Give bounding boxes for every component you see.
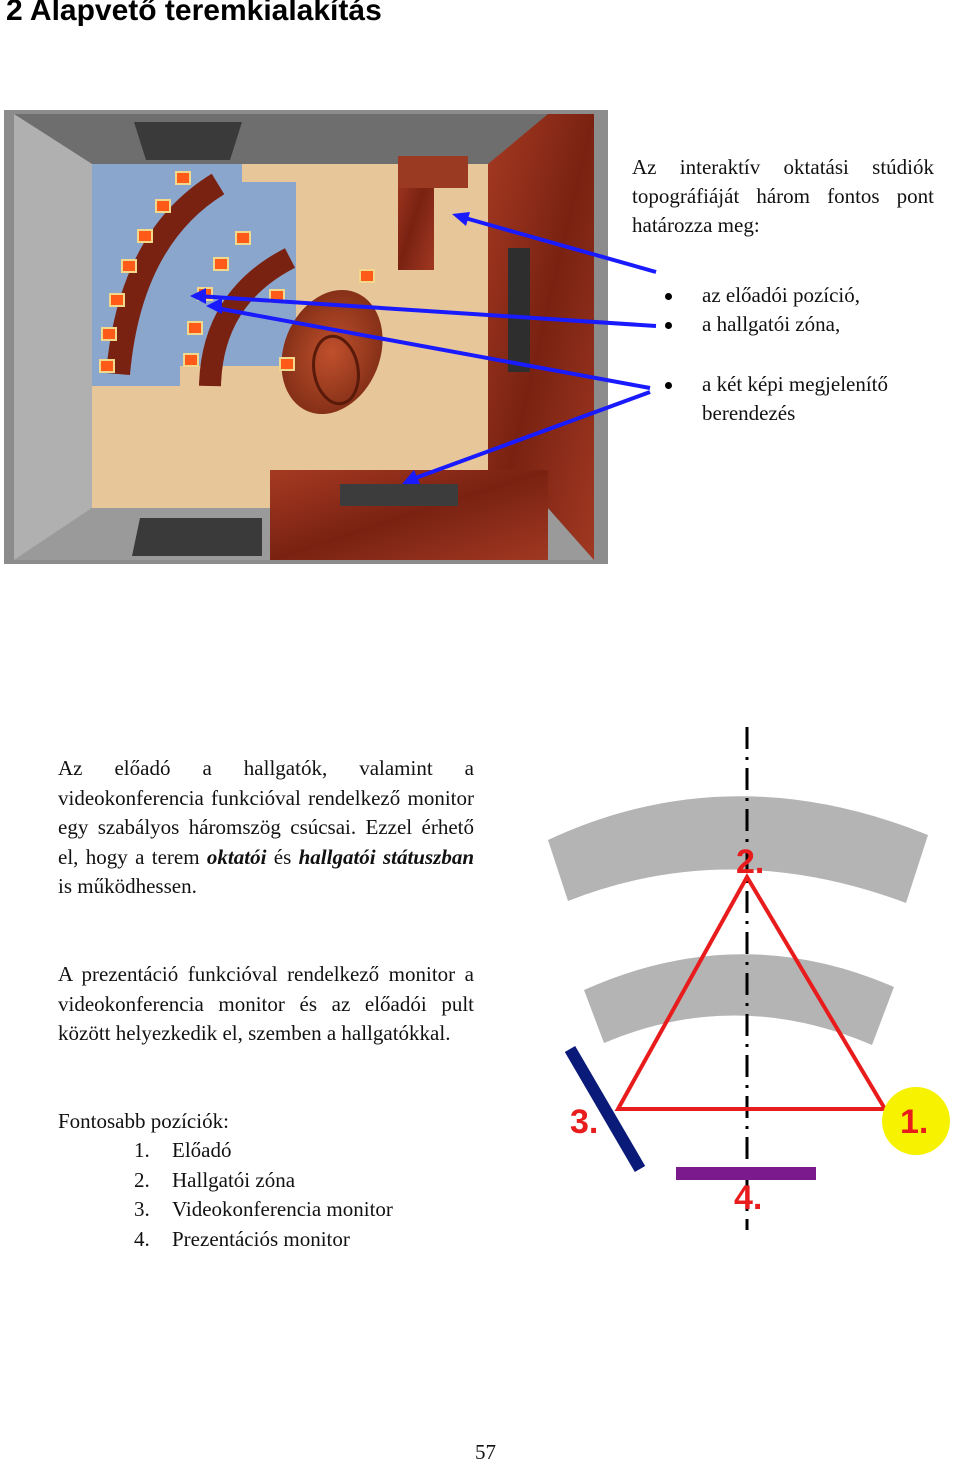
carpet [92,164,296,386]
position-item: 3.Videokonferencia monitor [134,1197,393,1221]
bullet-item: a két képi megjelenítő berendezés [640,370,950,428]
red-triangle [614,872,889,1111]
layout-diagram: 2. 3. 1. 4. [548,727,950,1230]
arrow-heads [190,212,470,484]
outer-student-arc [548,796,928,903]
label-two: 2. [736,843,764,881]
emphasis-hallgatoi: hallgatói státuszban [298,844,475,869]
position-item: 1.Előadó [134,1138,232,1162]
annotation-arrows [197,214,657,482]
presentation-monitor-bar [676,1167,816,1180]
presenter-circle [882,1087,950,1155]
paragraph-presentation: A prezentáció funkcióval rendelkező moni… [58,962,474,1045]
page-number: 57 [475,1440,496,1464]
bullet-dot [665,293,672,300]
video-monitor-bar [564,1045,646,1173]
wall-left [14,114,92,560]
podium-top [398,156,468,188]
video-monitor-room [508,248,530,372]
wood-wall-right [488,114,594,560]
bullet-dot [665,322,672,329]
student-desk-back [106,173,225,376]
emphasis-oktatoi: oktatói [206,844,267,869]
label-four: 4. [734,1179,762,1217]
position-item: 2.Hallgatói zóna [134,1167,296,1192]
key-points-list: az előadói pozíció, a hallgatói zóna, a … [640,281,950,428]
bullet-dot [665,382,672,389]
presentation-monitor-room [340,484,458,506]
label-three: 3. [570,1103,598,1141]
top-door [134,122,242,160]
position-item: 4.Prezentációs monitor [134,1226,350,1251]
label-one: 1. [900,1103,928,1141]
table-chair [312,334,360,406]
positions-list: 1.Előadó 2.Hallgatói zóna 3.Videokonfere… [134,1136,393,1254]
student-chairs [99,171,375,373]
bullet-item: az előadói pozíció, [640,281,950,310]
page-heading: 2 Alapvető teremkialakítás [6,0,382,27]
room-illustration [4,110,657,564]
intro-text: Az interaktív oktatási stúdiók topográfi… [632,155,934,237]
positions-title: Fontosabb pozíciók: [58,1109,229,1133]
bottom-door [132,518,262,556]
inner-student-arc [584,954,894,1045]
paragraph-triangle: Az előadó a hallgatók, valamint a videok… [58,756,475,898]
bullet-item: a hallgatói zóna, [640,310,950,339]
